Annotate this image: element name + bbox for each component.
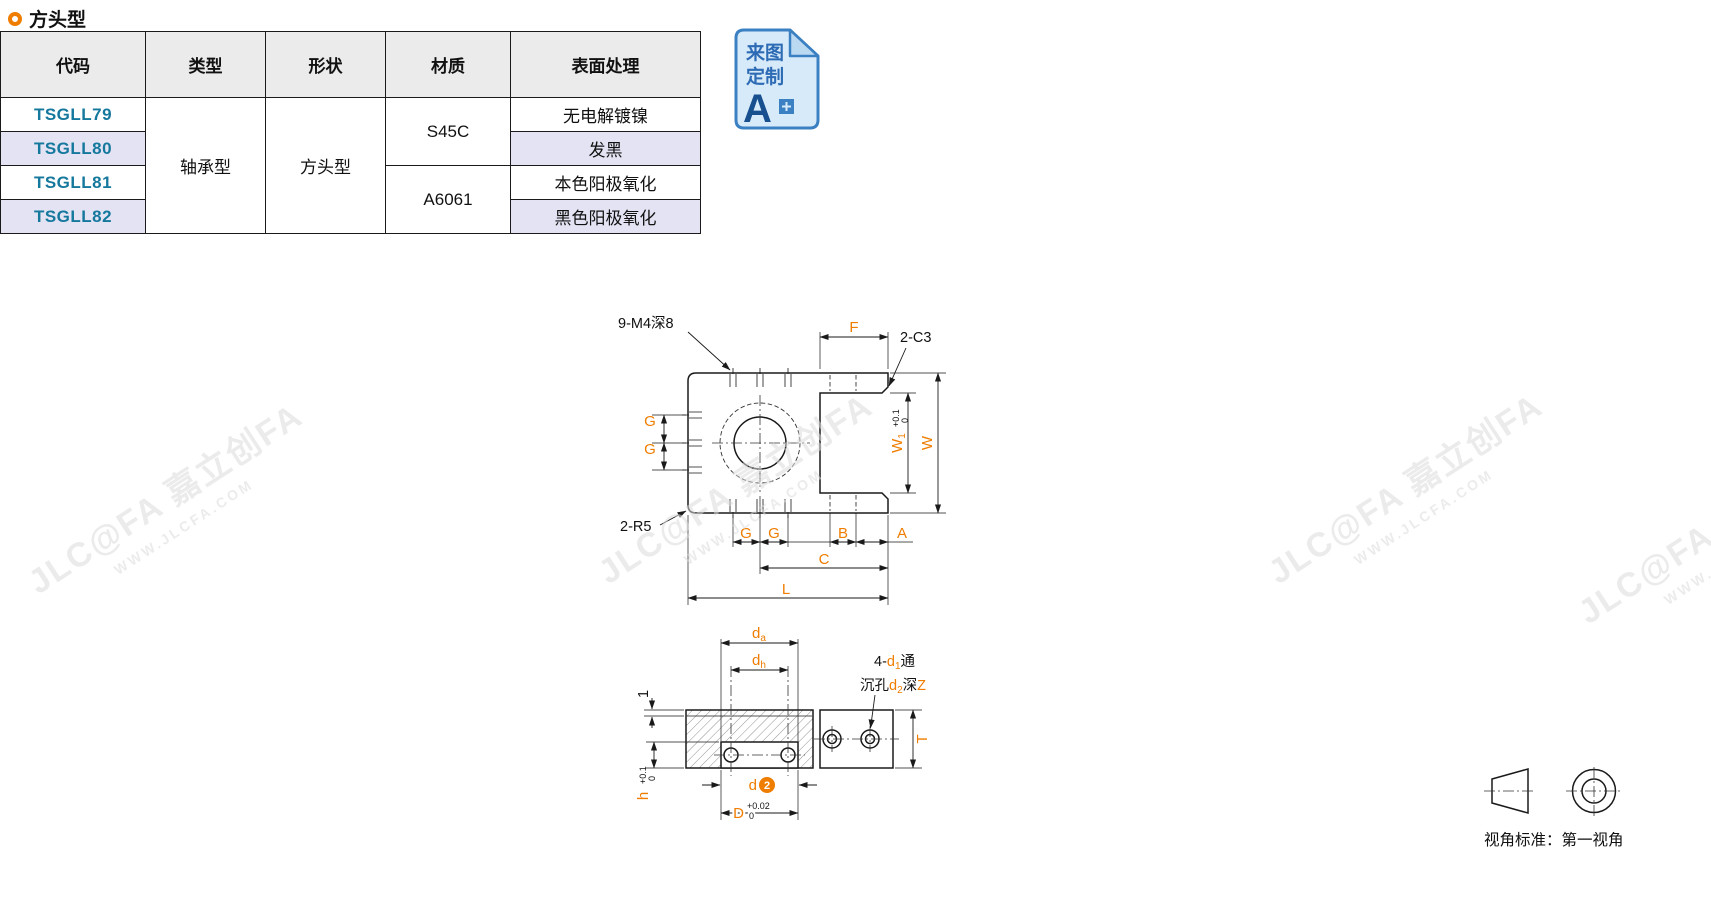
view-standard-label: 视角标准：第一视角 xyxy=(1484,832,1624,849)
dim-da-label: da xyxy=(752,625,766,644)
note-m4-leader xyxy=(687,331,731,371)
dim-w1-label: W1 +0.1 0 xyxy=(889,409,910,453)
note-2-badge-icon xyxy=(759,777,775,793)
surface-cell: 本色阳极氧化 xyxy=(510,165,701,200)
code-cell[interactable]: TSGLL82 xyxy=(0,199,146,234)
col-header-material: 材质 xyxy=(385,31,511,98)
col-header-code: 代码 xyxy=(0,31,146,98)
table-row: TSGLL79 轴承型 方头型 S45C 无电解镀镍 xyxy=(0,97,701,234)
material-cell: S45C xyxy=(385,97,511,166)
note-holes-label: 4-d1通 xyxy=(874,653,916,672)
dim-g-label: G xyxy=(644,413,656,430)
badge-fold-corner xyxy=(788,28,820,58)
dim-t-ext xyxy=(895,709,922,769)
watermark: JLC@FA 嘉立创FA WWW.JLCFA.COM xyxy=(1571,426,1711,632)
svg-text:0: 0 xyxy=(900,418,910,423)
watermark: JLC@FA 嘉立创FA WWW.JLCFA.COM xyxy=(21,396,310,602)
note-r5-label: 2-R5 xyxy=(620,519,651,535)
dim-g-left-ext xyxy=(652,414,686,471)
svg-text:T: T xyxy=(914,734,931,743)
note-m4-label: 9-M4深8 xyxy=(618,315,674,332)
dim-d2-label: d xyxy=(749,777,757,794)
projection-symbol xyxy=(1484,767,1622,817)
dim-big-d-tol-bottom: 0 xyxy=(749,811,754,821)
material-cell: A6061 xyxy=(385,165,511,234)
svg-text:0: 0 xyxy=(647,776,657,781)
note-c3-label: 2-C3 xyxy=(900,330,931,346)
dim-l-label: L xyxy=(782,581,790,598)
shape-cell: 方头型 xyxy=(265,97,386,234)
code-cell[interactable]: TSGLL81 xyxy=(0,165,146,200)
dim-w1-ext xyxy=(890,392,916,494)
dim-bottom-ext xyxy=(687,496,889,605)
dim-big-d-label: D xyxy=(733,805,744,822)
dim-c-label: C xyxy=(819,551,830,568)
bore-centerlines xyxy=(712,395,810,492)
svg-text:h: h xyxy=(635,792,652,800)
dim-a-label: A xyxy=(897,525,907,542)
surface-cell: 黑色阳极氧化 xyxy=(510,199,701,234)
svg-text:+0.1: +0.1 xyxy=(891,409,901,427)
type-cell: 轴承型 xyxy=(145,97,266,234)
bottom-section-view: da dh 4-d1通 沉孔d2深Z 1 h +0.1 0 xyxy=(635,625,931,824)
col-header-type: 类型 xyxy=(145,31,266,98)
dim-t-label: T xyxy=(914,734,931,743)
dim-one-label: 1 xyxy=(636,690,652,698)
custom-drawing-badge-icon: 来图 定制 A xyxy=(734,28,820,131)
svg-text:W: W xyxy=(919,435,936,450)
dim-da-ext xyxy=(720,639,799,741)
dim-f-ext xyxy=(819,332,889,369)
dim-b-label: B xyxy=(838,525,848,542)
badge-text-line2: 定制 xyxy=(746,65,784,88)
dim-w-label: W xyxy=(919,435,936,450)
dim-f-label: F xyxy=(849,319,858,336)
note-2-badge-number: 2 xyxy=(764,780,770,792)
dim-g-label: G xyxy=(644,441,656,458)
m4-holes-top xyxy=(729,368,792,387)
front-view-crosshair xyxy=(1566,767,1622,817)
dim-dh-label: dh xyxy=(752,652,766,671)
table-header-row: 代码 类型 形状 材质 表面处理 xyxy=(0,31,701,98)
section-title: 方头型 xyxy=(8,5,86,32)
custom-drawing-badge[interactable]: 来图 定制 A xyxy=(732,26,824,137)
svg-text:1: 1 xyxy=(636,690,652,698)
svg-text:+0.1: +0.1 xyxy=(638,766,648,784)
code-cell[interactable]: TSGLL80 xyxy=(0,131,146,166)
code-cell[interactable]: TSGLL79 xyxy=(0,97,146,132)
badge-text-line1: 来图 xyxy=(746,42,784,64)
surface-cell: 无电解镀镍 xyxy=(510,97,701,132)
dim-one-ext xyxy=(644,709,684,717)
dim-g-label: G xyxy=(740,525,752,542)
col-header-shape: 形状 xyxy=(265,31,386,98)
plus-glyph xyxy=(782,102,791,111)
dim-g-label: G xyxy=(768,525,780,542)
slot-centerlines xyxy=(714,666,805,776)
technical-drawing: 9-M4深8 2-C3 2-R5 F G G W1 +0.1 xyxy=(618,315,946,824)
note-c3-leader xyxy=(888,347,907,387)
dim-h-label: h +0.1 0 xyxy=(635,766,657,800)
frustum-side-view xyxy=(1491,768,1529,814)
note-r5-leader xyxy=(659,510,687,526)
page-title: 方头型 xyxy=(29,10,87,31)
bearing-seat-dashed-circle xyxy=(719,402,801,484)
product-spec-table: 代码 类型 形状 材质 表面处理 TSGLL79 轴承型 方头型 S45C 无电… xyxy=(0,31,701,234)
col-header-surface: 表面处理 xyxy=(510,31,701,98)
badge-letter: A xyxy=(743,87,772,131)
note-holes-leader xyxy=(868,694,876,729)
top-view: 9-M4深8 2-C3 2-R5 F G G W1 +0.1 xyxy=(618,315,946,605)
surface-cell: 发黑 xyxy=(510,131,701,166)
watermark: JLC@FA 嘉立创FA WWW.JLCFA.COM xyxy=(1261,386,1550,592)
note-cbore-label: 沉孔d2深Z xyxy=(860,677,926,696)
table-row: TSGLL81 A6061 本色阳极氧化 xyxy=(0,165,701,234)
head-holes-hidden-lines xyxy=(829,375,857,511)
head-hole-centerlines xyxy=(814,726,899,752)
ring-bullet-icon xyxy=(8,11,22,26)
svg-text:W1: W1 xyxy=(889,433,908,453)
dim-big-d-tol-top: +0.02 xyxy=(747,801,770,811)
